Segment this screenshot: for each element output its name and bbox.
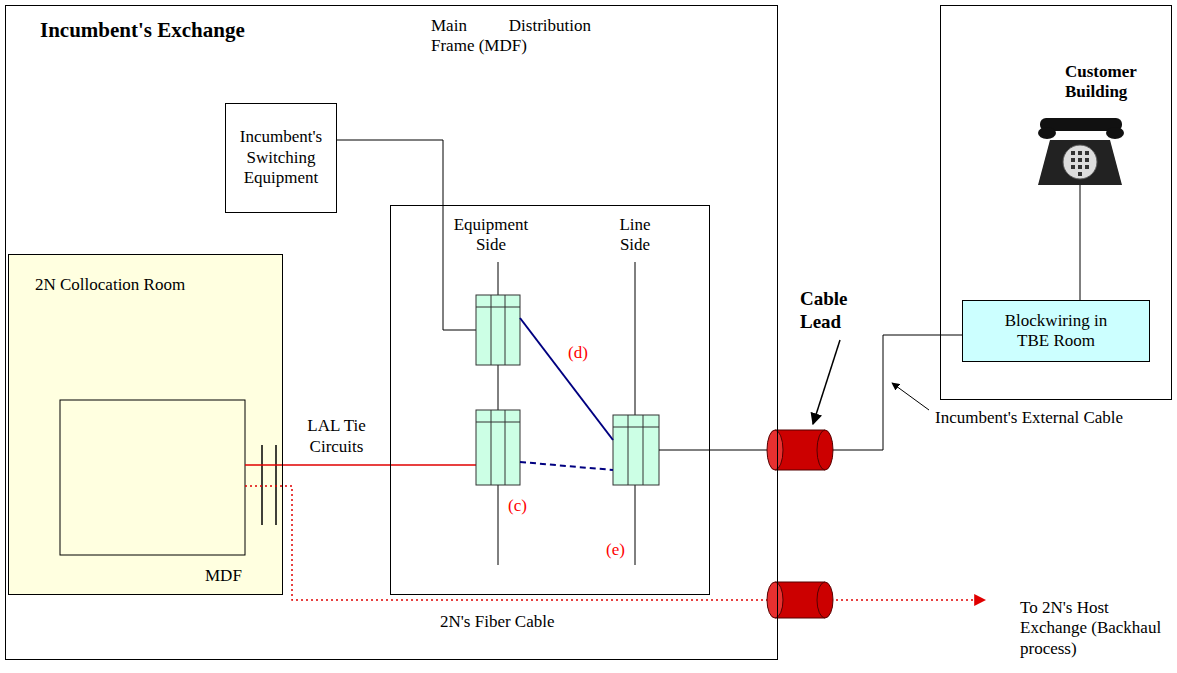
terminal-grid <box>613 427 659 428</box>
fiber-cable <box>245 486 985 600</box>
phone-key <box>1071 165 1075 169</box>
jumper-wire <box>520 318 613 440</box>
cylinder-face <box>767 582 783 618</box>
edge-label: LAL Tie Circuits <box>297 416 377 457</box>
tie-wire <box>390 464 476 466</box>
callout-letter: (d) <box>568 343 588 363</box>
terminal-block <box>476 295 520 365</box>
mdf-bar <box>275 445 277 525</box>
jumper-wire-dashed <box>520 462 613 470</box>
blockwiring-box: Blockwiring in TBE Room <box>962 300 1150 362</box>
phone-key <box>1078 158 1082 162</box>
line-side-line <box>635 262 636 565</box>
cable-wire <box>659 450 710 451</box>
cylinder-edge <box>775 582 825 583</box>
terminal-block-body <box>613 415 659 485</box>
cable-label: Incumbent's External Cable <box>935 408 1123 428</box>
leader-arrow <box>892 383 929 410</box>
exchange-box: Incumbent's ExchangeMain Distribution Fr… <box>5 5 778 660</box>
phone-key <box>1071 158 1075 162</box>
collocation-room: 2N Collocation Room <box>8 254 283 595</box>
terminal-grid <box>491 295 492 365</box>
phone-earpiece <box>1038 127 1056 139</box>
destination-label: To 2N's Host Exchange (Backhaul process) <box>1020 598 1162 659</box>
wiring <box>60 185 1080 600</box>
cable-lead-label: Cable Lead <box>800 288 862 334</box>
terminal-grid <box>628 415 629 485</box>
node-title: Blockwiring in TBE Room <box>996 311 1116 352</box>
terminal-grid <box>476 307 520 308</box>
room-fills <box>8 254 1150 595</box>
cable-label: 2N's Fiber Cable <box>440 612 555 632</box>
cylinder-edge <box>775 430 825 431</box>
terminal-grid <box>491 410 492 485</box>
customer-building: Customer BuildingBlockwiring in TBE Room <box>940 5 1172 400</box>
terminal-block-body <box>476 410 520 485</box>
mdf-label: MDF <box>205 566 242 586</box>
cable-symbols <box>767 118 1124 618</box>
node-title: Main Distribution Frame (MDF) <box>431 16 591 57</box>
node-title: 2N Collocation Room <box>35 275 282 295</box>
side-label: Line Side <box>612 215 658 256</box>
tie-circuit-connector <box>283 464 390 466</box>
callout-letter: (e) <box>606 540 625 560</box>
switch-connector <box>337 140 443 205</box>
side-label: Equipment Side <box>450 215 532 256</box>
room-fill <box>8 254 283 595</box>
phone-cord <box>1080 185 1081 300</box>
terminal-grid <box>476 422 520 423</box>
terminal-grid <box>505 295 506 365</box>
cylinder-face <box>767 430 783 470</box>
phone-key <box>1071 151 1075 155</box>
callout-letter: (c) <box>508 496 527 516</box>
phone-body <box>1038 140 1122 185</box>
tie-wire <box>245 464 283 466</box>
cable-cylinder <box>767 430 833 470</box>
external-cable <box>710 335 962 450</box>
mdf-bar <box>261 445 263 525</box>
node-title: Incumbent's Exchange <box>40 18 777 43</box>
node-title: Incumbent's Switching Equipment <box>233 127 329 188</box>
leader-arrow <box>813 340 840 424</box>
room-fill <box>962 300 1150 362</box>
phone-key <box>1078 165 1082 169</box>
terminal-block-body <box>476 295 520 365</box>
cylinder-end <box>817 582 833 618</box>
terminal-grid <box>505 410 506 485</box>
phone-key <box>1085 165 1089 169</box>
cylinder-edge <box>775 470 825 471</box>
phone-dial <box>1063 145 1097 179</box>
phone-key <box>1078 172 1082 176</box>
mdf-frame: Main Distribution Frame (MDF) <box>390 205 710 595</box>
switching-box: Incumbent's Switching Equipment <box>225 103 337 213</box>
connectors <box>283 140 962 465</box>
telephone-icon <box>1038 118 1124 185</box>
node-title: Customer Building <box>1065 62 1165 103</box>
terminal-block <box>613 415 659 485</box>
phone-earpiece <box>1106 127 1124 139</box>
cable-cylinder <box>767 582 833 618</box>
phone-key <box>1078 151 1082 155</box>
cylinder-edge <box>775 618 825 619</box>
terminal-block <box>476 410 520 485</box>
collocation-equipment <box>60 400 245 555</box>
cylinder-end <box>817 430 833 470</box>
terminal-grid <box>643 415 644 485</box>
phone-key <box>1085 158 1089 162</box>
phone-key <box>1085 151 1089 155</box>
